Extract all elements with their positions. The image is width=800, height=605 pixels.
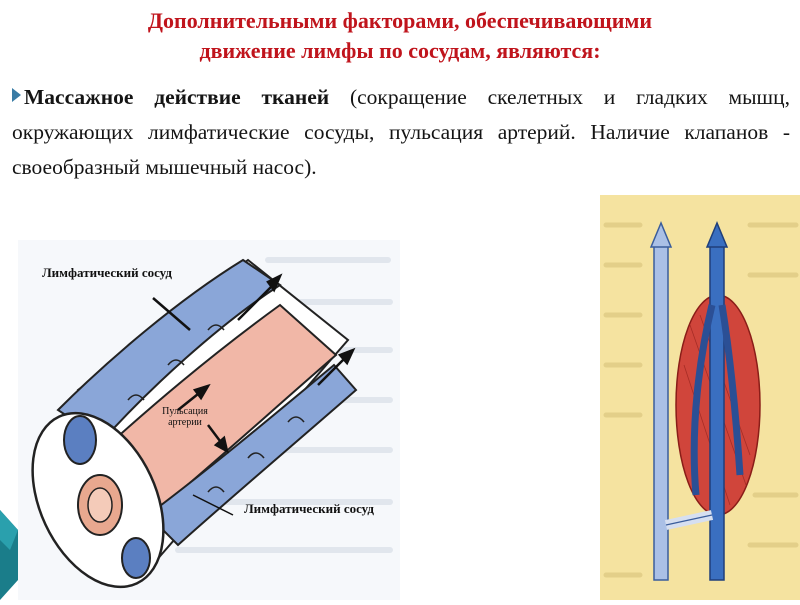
lymph-artery-drawing xyxy=(18,240,400,600)
title-line-1: Дополнительными факторами, обеспечивающи… xyxy=(147,8,653,33)
label-artery-pulsation: Пульсация артерии xyxy=(162,406,208,428)
bullet-paragraph: Массажное действие тканей (сокращение ск… xyxy=(12,80,790,185)
title-line-2: движение лимфы по сосудам, являются: xyxy=(199,38,601,63)
corner-decoration xyxy=(0,500,20,600)
arrow-bullet-icon xyxy=(12,88,21,102)
paragraph-bold-lead: Массажное действие тканей xyxy=(24,85,330,109)
muscle-pump-drawing xyxy=(600,195,800,600)
slide-title: Дополнительными факторами, обеспечивающи… xyxy=(40,6,760,66)
label-lymph-vessel-bottom: Лимфатический сосуд xyxy=(244,501,374,516)
label-lymph-vessel-top: Лимфатический сосуд xyxy=(42,265,172,280)
lymph-artery-illustration: Лимфатический сосуд Пульсация артерии Ли… xyxy=(18,240,400,600)
muscle-pump-illustration xyxy=(600,195,800,600)
paragraph-rest: (сокращение скелетных и гладких мышц, ок… xyxy=(12,85,790,179)
